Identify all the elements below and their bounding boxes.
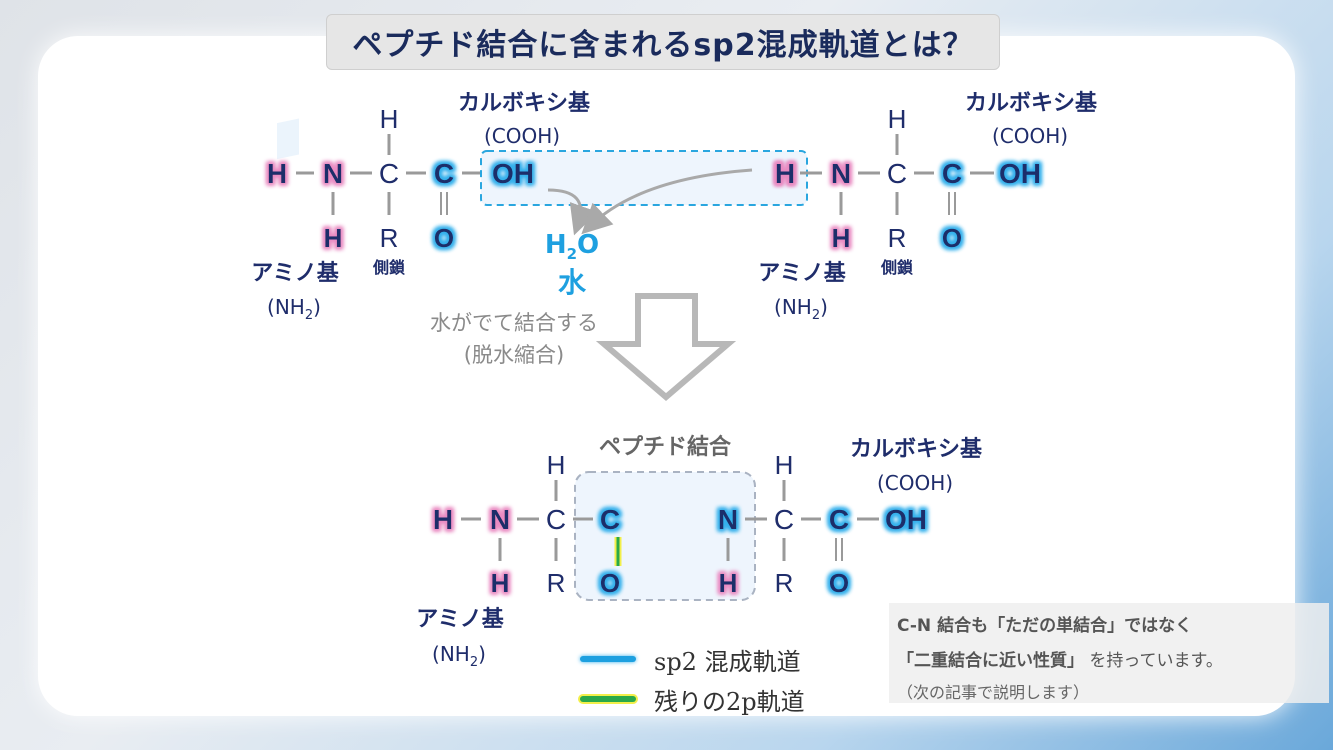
atom-o: O bbox=[434, 223, 454, 253]
atom-c-alpha: C bbox=[887, 158, 907, 189]
atom-c-carbonyl: C bbox=[942, 158, 962, 189]
amino-label: アミノ基 bbox=[758, 261, 847, 286]
reaction-description: 水がでて結合する bbox=[430, 311, 598, 335]
note-emphasis: 「二重結合に近い性質」 bbox=[897, 651, 1084, 671]
atom-c-carbonyl: C bbox=[434, 158, 454, 189]
carboxyl-label: カルボキシ基 bbox=[850, 437, 983, 462]
side-chain-label: 側鎖 bbox=[372, 258, 406, 277]
reaction-name: (脱水縮合) bbox=[464, 343, 564, 367]
atom-h-amine-bottom: H bbox=[324, 223, 343, 253]
atom-c-alpha-1: C bbox=[546, 504, 566, 535]
atom-h-amine: H bbox=[433, 504, 453, 535]
atom-n-amine: N bbox=[490, 504, 510, 535]
atom-c-alpha: C bbox=[379, 158, 399, 189]
atom-n-peptide: N bbox=[718, 504, 738, 535]
amino-label: アミノ基 bbox=[416, 607, 505, 632]
legend-swatch-2p bbox=[580, 696, 636, 702]
peptide-bond-highlight bbox=[574, 471, 756, 601]
atom-h-overlay: H bbox=[775, 158, 795, 189]
atom-h-peptide: H bbox=[719, 568, 738, 598]
atom-oh: OH bbox=[885, 504, 927, 535]
peptide-bond-label: ペプチド結合 bbox=[599, 434, 732, 460]
atom-c-carbonyl-2: C bbox=[829, 504, 849, 535]
curved-arrow-oh-to-water bbox=[547, 188, 599, 236]
amino-label: アミノ基 bbox=[251, 261, 340, 286]
curved-arrow-h-to-water bbox=[581, 168, 753, 235]
explanation-note: C-N 結合も「ただの単結合」ではなく 「二重結合に近い性質」 を持っています。… bbox=[889, 603, 1329, 703]
legend-item-2p: 残りの2p軌道 bbox=[580, 684, 805, 716]
carboxyl-formula: (COOH) bbox=[992, 124, 1068, 148]
page-title: ペプチド結合に含まれるsp2混成軌道とは？ bbox=[326, 14, 1000, 70]
atom-o: O bbox=[829, 568, 849, 598]
note-line-2: 「二重結合に近い性質」 を持っています。 bbox=[897, 646, 1223, 671]
carboxyl-formula: (COOH) bbox=[484, 124, 560, 148]
atom-h-amine: H bbox=[267, 158, 287, 189]
legend-label-sp2: sp2 混成軌道 bbox=[654, 647, 801, 676]
atom-r: R bbox=[888, 223, 907, 253]
amino-formula: (NH2) bbox=[432, 642, 486, 670]
carboxyl-formula: (COOH) bbox=[877, 471, 953, 495]
top-left-amino-acid: H N C C OH H H R O カルボキシ基 (COOH) 側鎖 アミノ基… bbox=[251, 91, 591, 323]
atom-r-1: R bbox=[547, 568, 566, 598]
atom-h-top-1: H bbox=[547, 450, 566, 480]
atom-h-top-2: H bbox=[775, 450, 794, 480]
water-formula: H2O bbox=[545, 230, 599, 263]
atom-c-alpha-2: C bbox=[774, 504, 794, 535]
atom-h-top: H bbox=[888, 104, 907, 134]
down-arrow-icon bbox=[595, 293, 737, 401]
carboxyl-label: カルボキシ基 bbox=[458, 91, 591, 116]
amino-formula: (NH2) bbox=[774, 295, 828, 323]
atom-o-peptide: O bbox=[600, 568, 620, 598]
atom-h-top: H bbox=[380, 104, 399, 134]
atom-oh-overlay: OH bbox=[492, 158, 534, 189]
atom-c-carbonyl-1: C bbox=[600, 504, 620, 535]
carboxyl-label: カルボキシ基 bbox=[965, 91, 1098, 116]
atom-h-amine-bottom: H bbox=[832, 223, 851, 253]
legend-item-sp2: sp2 混成軌道 bbox=[580, 644, 801, 676]
atom-o: O bbox=[942, 223, 962, 253]
atom-h-amine: H bbox=[775, 158, 795, 189]
note-line-3: （次の記事で説明します） bbox=[897, 683, 1090, 702]
water-label: 水 bbox=[558, 266, 587, 299]
atom-r-2: R bbox=[775, 568, 794, 598]
side-chain-label: 側鎖 bbox=[880, 258, 914, 277]
top-right-amino-acid: H N C C OH H H R O カルボキシ基 (COOH) 側鎖 アミノ基… bbox=[758, 91, 1098, 323]
note-line-2-rest: を持っています。 bbox=[1084, 651, 1223, 671]
atom-h-amine-bottom: H bbox=[491, 568, 510, 598]
dipeptide: ペプチド結合 H N C C N C C OH H H H R O H bbox=[416, 434, 983, 670]
atom-n-amine: N bbox=[831, 158, 851, 189]
atom-r: R bbox=[380, 223, 399, 253]
atom-n-amine: N bbox=[323, 158, 343, 189]
legend-swatch-sp2 bbox=[580, 656, 636, 662]
amino-formula: (NH2) bbox=[267, 295, 321, 323]
legend-label-2p: 残りの2p軌道 bbox=[654, 687, 805, 716]
note-line-1: C-N 結合も「ただの単結合」ではなく bbox=[897, 616, 1193, 636]
atom-oh: OH bbox=[999, 158, 1041, 189]
